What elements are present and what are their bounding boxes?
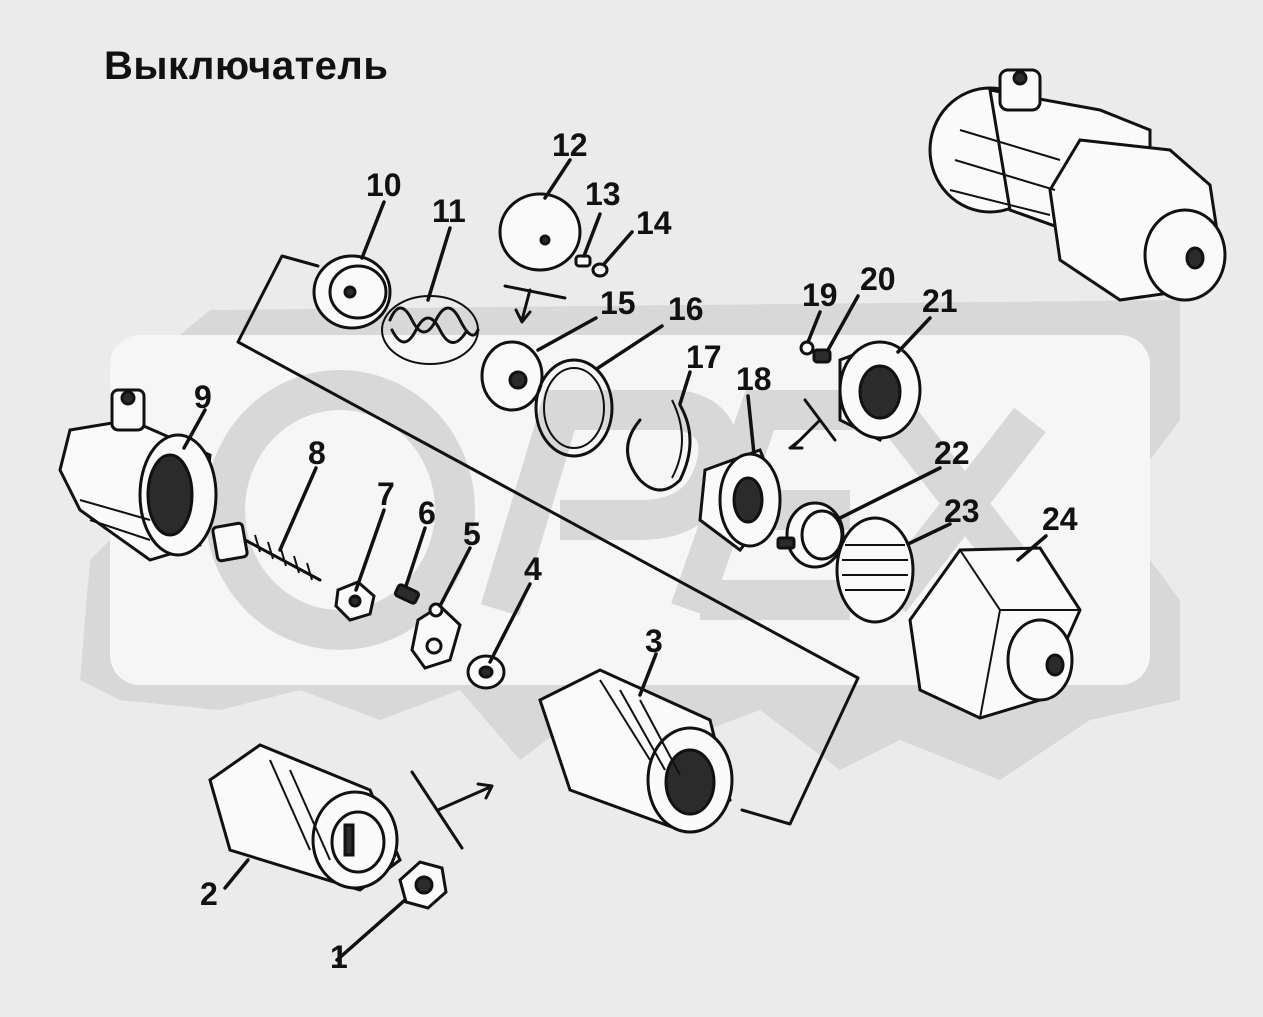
leader-21 <box>896 316 932 354</box>
callout-21: 21 <box>922 283 958 319</box>
bracket-line <box>236 254 860 826</box>
part-8-screw <box>211 521 322 582</box>
part-22-contact <box>776 501 845 569</box>
leader-8 <box>278 466 318 552</box>
part-19-ball <box>799 340 815 356</box>
leader-4 <box>488 582 532 664</box>
callout-14: 14 <box>636 205 672 241</box>
callout-22: 22 <box>934 435 970 471</box>
callout-10: 10 <box>366 167 402 203</box>
leader-10 <box>360 200 386 260</box>
part-23-gasket <box>835 516 915 624</box>
assembly-bracket <box>236 254 860 826</box>
leader-16 <box>596 324 664 370</box>
arrow-21-18 <box>788 398 837 450</box>
part-14-pin <box>591 262 609 278</box>
leader-20 <box>826 294 860 352</box>
leader-6 <box>404 526 427 588</box>
callout-12: 12 <box>552 127 588 163</box>
leader-15 <box>536 316 598 352</box>
callout-16: 16 <box>668 291 704 327</box>
leader-11 <box>426 226 452 302</box>
part-4-washer <box>466 654 506 690</box>
part-16-ring <box>534 358 614 458</box>
leader-1 <box>335 898 407 962</box>
part-20-screw <box>812 348 832 364</box>
callout-6: 6 <box>418 495 436 531</box>
callout-13: 13 <box>585 176 621 212</box>
diagram-title: Выключатель <box>104 44 389 88</box>
leader-lines <box>182 158 1048 962</box>
callout-24: 24 <box>1042 501 1078 537</box>
callout-19: 19 <box>802 277 838 313</box>
leader-7 <box>354 508 386 592</box>
callout-17: 17 <box>686 339 722 375</box>
part-10-cap <box>312 254 392 330</box>
callout-15: 15 <box>600 285 636 321</box>
leader-3 <box>638 652 658 697</box>
callout-numbers: 1 2 3 4 5 6 7 8 9 10 11 12 13 14 15 16 1… <box>194 127 1078 975</box>
callout-18: 18 <box>736 361 772 397</box>
leader-9 <box>182 408 207 450</box>
callout-3: 3 <box>645 623 663 659</box>
leader-18 <box>746 394 756 456</box>
part-17-snap-ring <box>626 399 692 492</box>
callout-7: 7 <box>377 476 395 512</box>
arrow-2-3 <box>410 770 494 850</box>
callout-23: 23 <box>944 493 980 529</box>
part-6-screw <box>393 583 421 605</box>
callout-4: 4 <box>524 551 542 587</box>
part-9-housing <box>58 388 218 562</box>
part-12-disc <box>498 192 582 272</box>
part-1-nut <box>398 860 448 910</box>
leader-24 <box>1016 534 1048 562</box>
callout-2: 2 <box>200 876 218 912</box>
leader-19 <box>806 310 822 344</box>
part-13-pin <box>574 254 592 268</box>
callout-5: 5 <box>463 516 481 552</box>
leader-17 <box>678 370 692 406</box>
part-18-plunger <box>698 448 782 553</box>
arrow-12-15 <box>503 284 567 324</box>
leader-22 <box>838 466 942 520</box>
leader-2 <box>223 858 250 890</box>
leader-5 <box>438 546 472 608</box>
callout-20: 20 <box>860 261 896 297</box>
callout-8: 8 <box>308 435 326 471</box>
part-24-assembly-top-right <box>928 68 1227 302</box>
leader-12 <box>543 158 572 200</box>
part-15-washer <box>480 340 544 412</box>
part-21-cover <box>838 340 922 442</box>
callout-11: 11 <box>432 193 466 229</box>
leader-14 <box>602 230 634 266</box>
leader-23 <box>906 522 952 546</box>
part-24-hex-cap <box>908 546 1082 720</box>
part-2-connector <box>208 743 402 892</box>
callout-1: 1 <box>330 939 348 975</box>
callout-9: 9 <box>194 379 212 415</box>
leader-13 <box>582 212 602 258</box>
part-3-body <box>538 668 734 834</box>
